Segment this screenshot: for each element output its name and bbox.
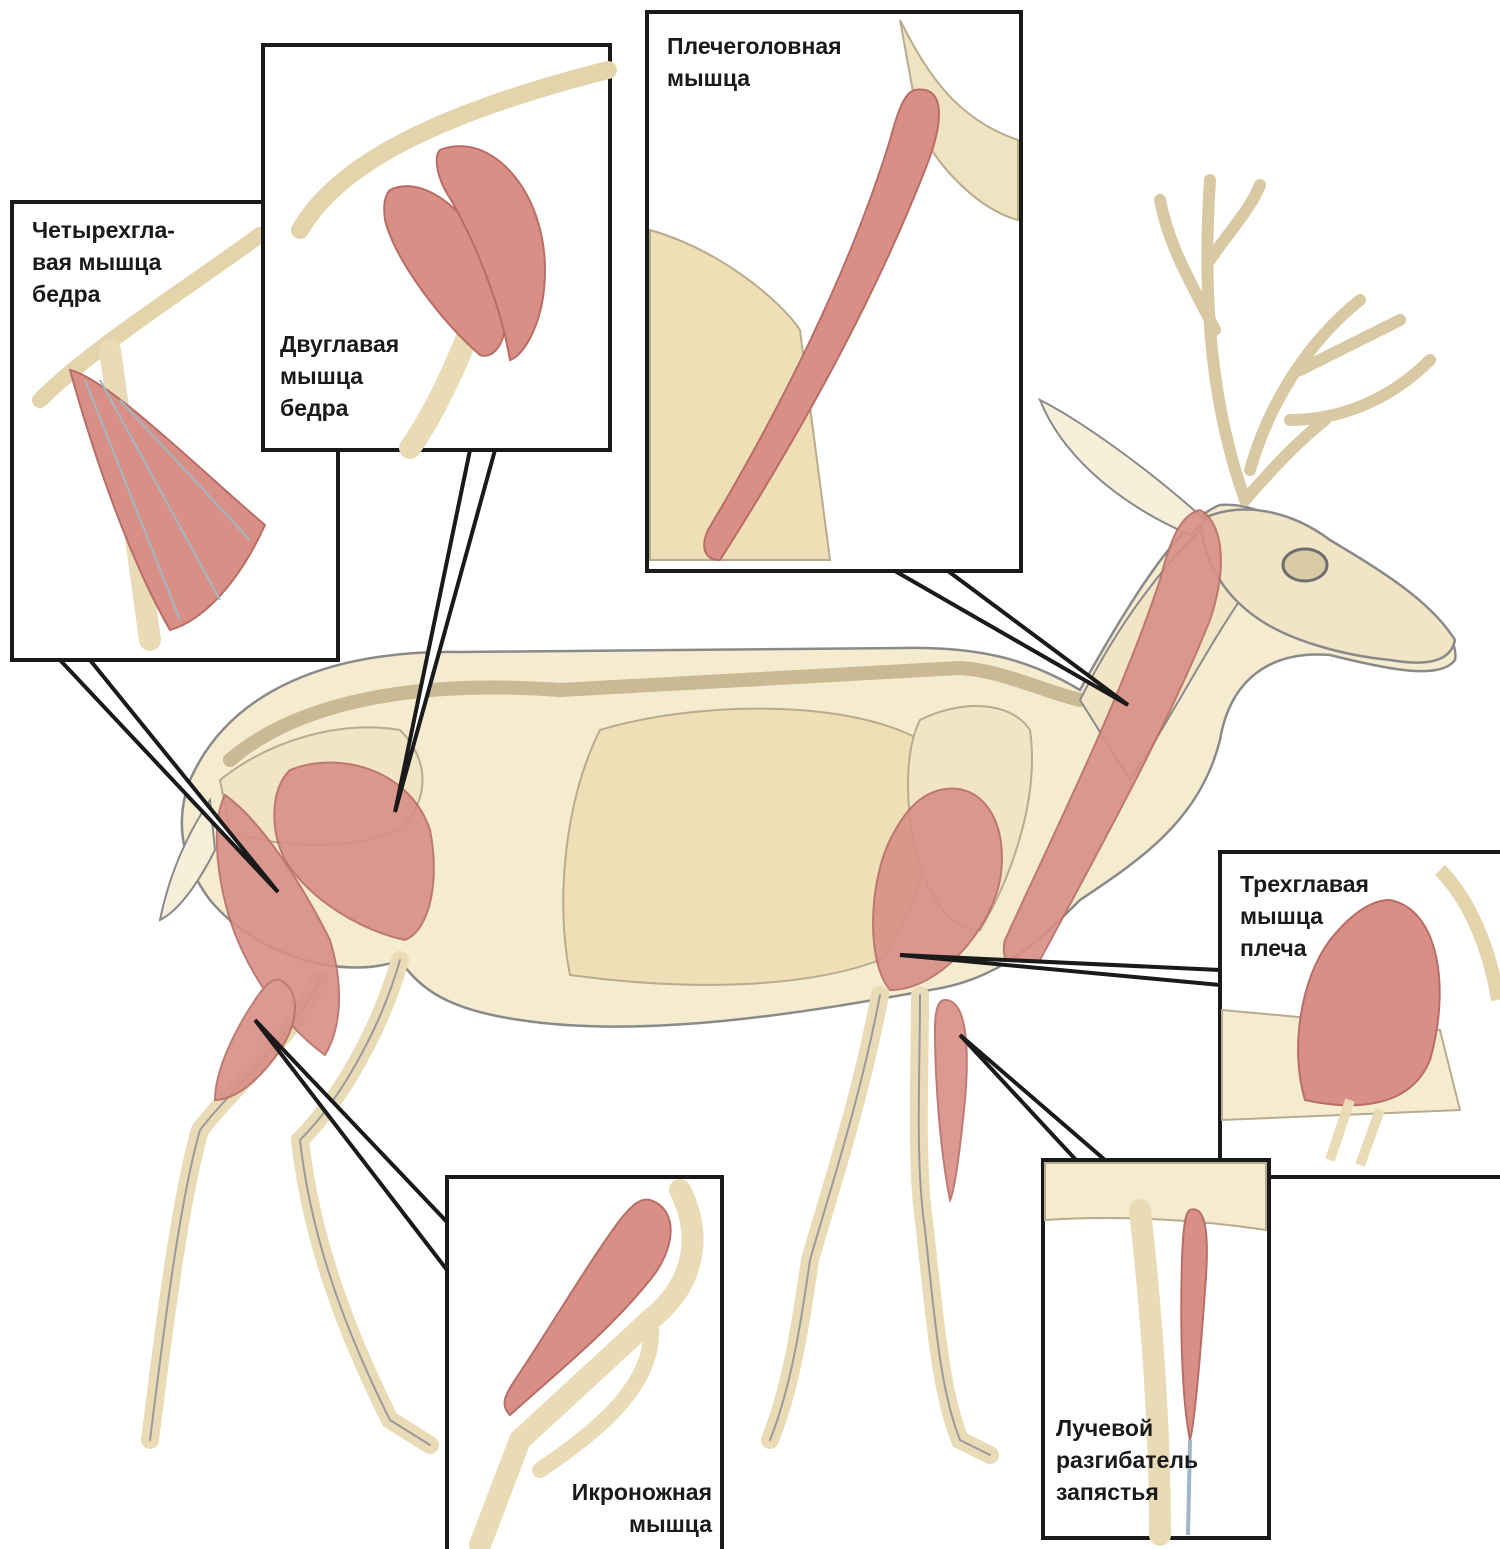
label-quadriceps: Четырехгла- вая мышца бедра xyxy=(32,214,175,310)
label-carpi-radialis: Лучевой разгибатель запястья xyxy=(1056,1412,1198,1508)
antlers xyxy=(1160,180,1430,500)
main-carpi-radialis xyxy=(935,1000,967,1200)
label-gastrocnemius: Икроножная мышца xyxy=(520,1476,712,1540)
ear xyxy=(1040,400,1205,535)
inset-brachiocephalicus xyxy=(647,12,1021,571)
eye-socket xyxy=(1283,549,1327,581)
pointer-carpi-radialis xyxy=(960,1035,1105,1160)
label-biceps-femoris: Двуглавая мышца бедра xyxy=(280,328,399,424)
label-brachiocephalicus: Плечеголовная мышца xyxy=(667,30,842,94)
label-triceps: Трехглавая мышца плеча xyxy=(1240,868,1369,964)
main-gastrocnemius xyxy=(215,980,295,1100)
